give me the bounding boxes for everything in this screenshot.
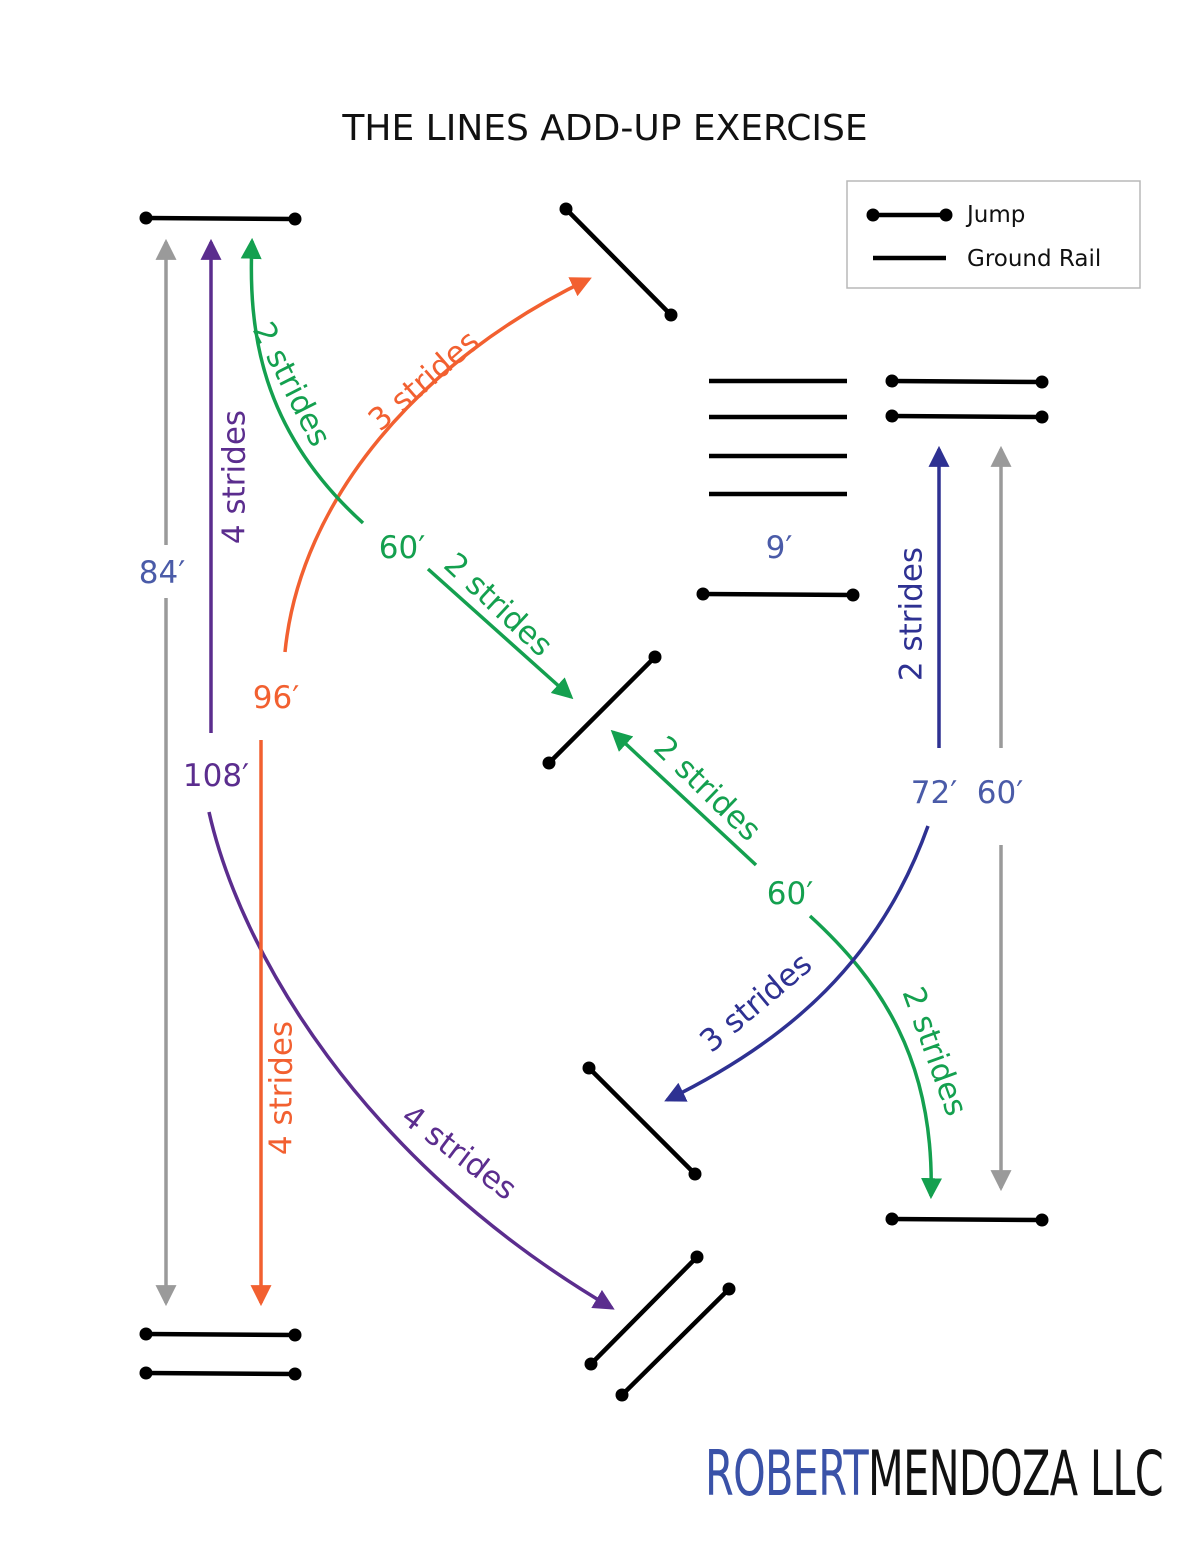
jump-oxer-bottom-left-back [139,1366,302,1381]
label-gray-right-distance: 60′ [977,775,1024,811]
label-green-mid-strides: 2 strides [646,729,768,848]
brand-last: MENDOZA LLC [868,1437,1163,1510]
label-green-diagonal-strides: 2 strides [437,546,560,664]
green-2-strides-to-top-left-arrow [240,237,365,525]
label-navy-up-strides: 2 strides [894,547,930,681]
label-purple-up-strides: 4 strides [217,410,253,544]
legend-ground-rail-label: Ground Rail [967,246,1101,272]
label-navy-distance: 72′ [911,775,958,811]
label-rails-distance: 9′ [766,530,793,566]
legend: Jump Ground Rail [846,180,1141,289]
legend-jump-label: Jump [965,202,1025,228]
green-2-strides-arc-arrow [808,914,943,1200]
label-navy-arc-strides: 3 strides [693,946,819,1060]
label-green-mid-distance: 60′ [767,876,814,912]
legend-jump-symbol [866,208,953,222]
purple-4-strides-arc-arrow [207,811,615,1310]
jump-top-center-diagonal [559,202,678,322]
label-purple-distance: 108′ [183,758,249,794]
label-orange-distance: 96′ [253,680,300,716]
label-green-top-distance: 60′ [379,530,426,566]
brand-logo: ROBERTMENDOZA LLC [705,1437,1163,1510]
jump-top-left [139,211,302,226]
label-purple-arc-strides: 4 strides [394,1098,523,1207]
jump-oxer-top-right-front [885,374,1049,389]
navy-3-strides-arc-arrow [664,825,930,1102]
orange-3-strides-arc-arrow [283,277,592,653]
jump-lower-center-diagonal [582,1061,702,1181]
jump-oxer-bottom-center-back [615,1282,736,1402]
label-orange-down-strides: 4 strides [264,1021,300,1155]
jump-oxer-bottom-left-front [139,1327,302,1342]
brand-first: ROBERT [705,1437,869,1510]
jump-bottom-right [885,1212,1049,1227]
jump-oxer-top-right-back [885,409,1049,424]
green-2-strides-upper-left-arrow [610,729,758,867]
jump-center-diagonal [542,650,662,770]
legend-box [846,180,1141,289]
label-gray-left-distance: 84′ [139,555,186,591]
green-2-strides-diagonal-arrow [426,567,574,700]
jump-after-rails [696,587,860,602]
jump-oxer-bottom-center-front [584,1250,704,1371]
label-orange-arc-strides: 3 strides [362,323,487,438]
diagram-title: THE LINES ADD-UP EXERCISE [341,108,867,149]
